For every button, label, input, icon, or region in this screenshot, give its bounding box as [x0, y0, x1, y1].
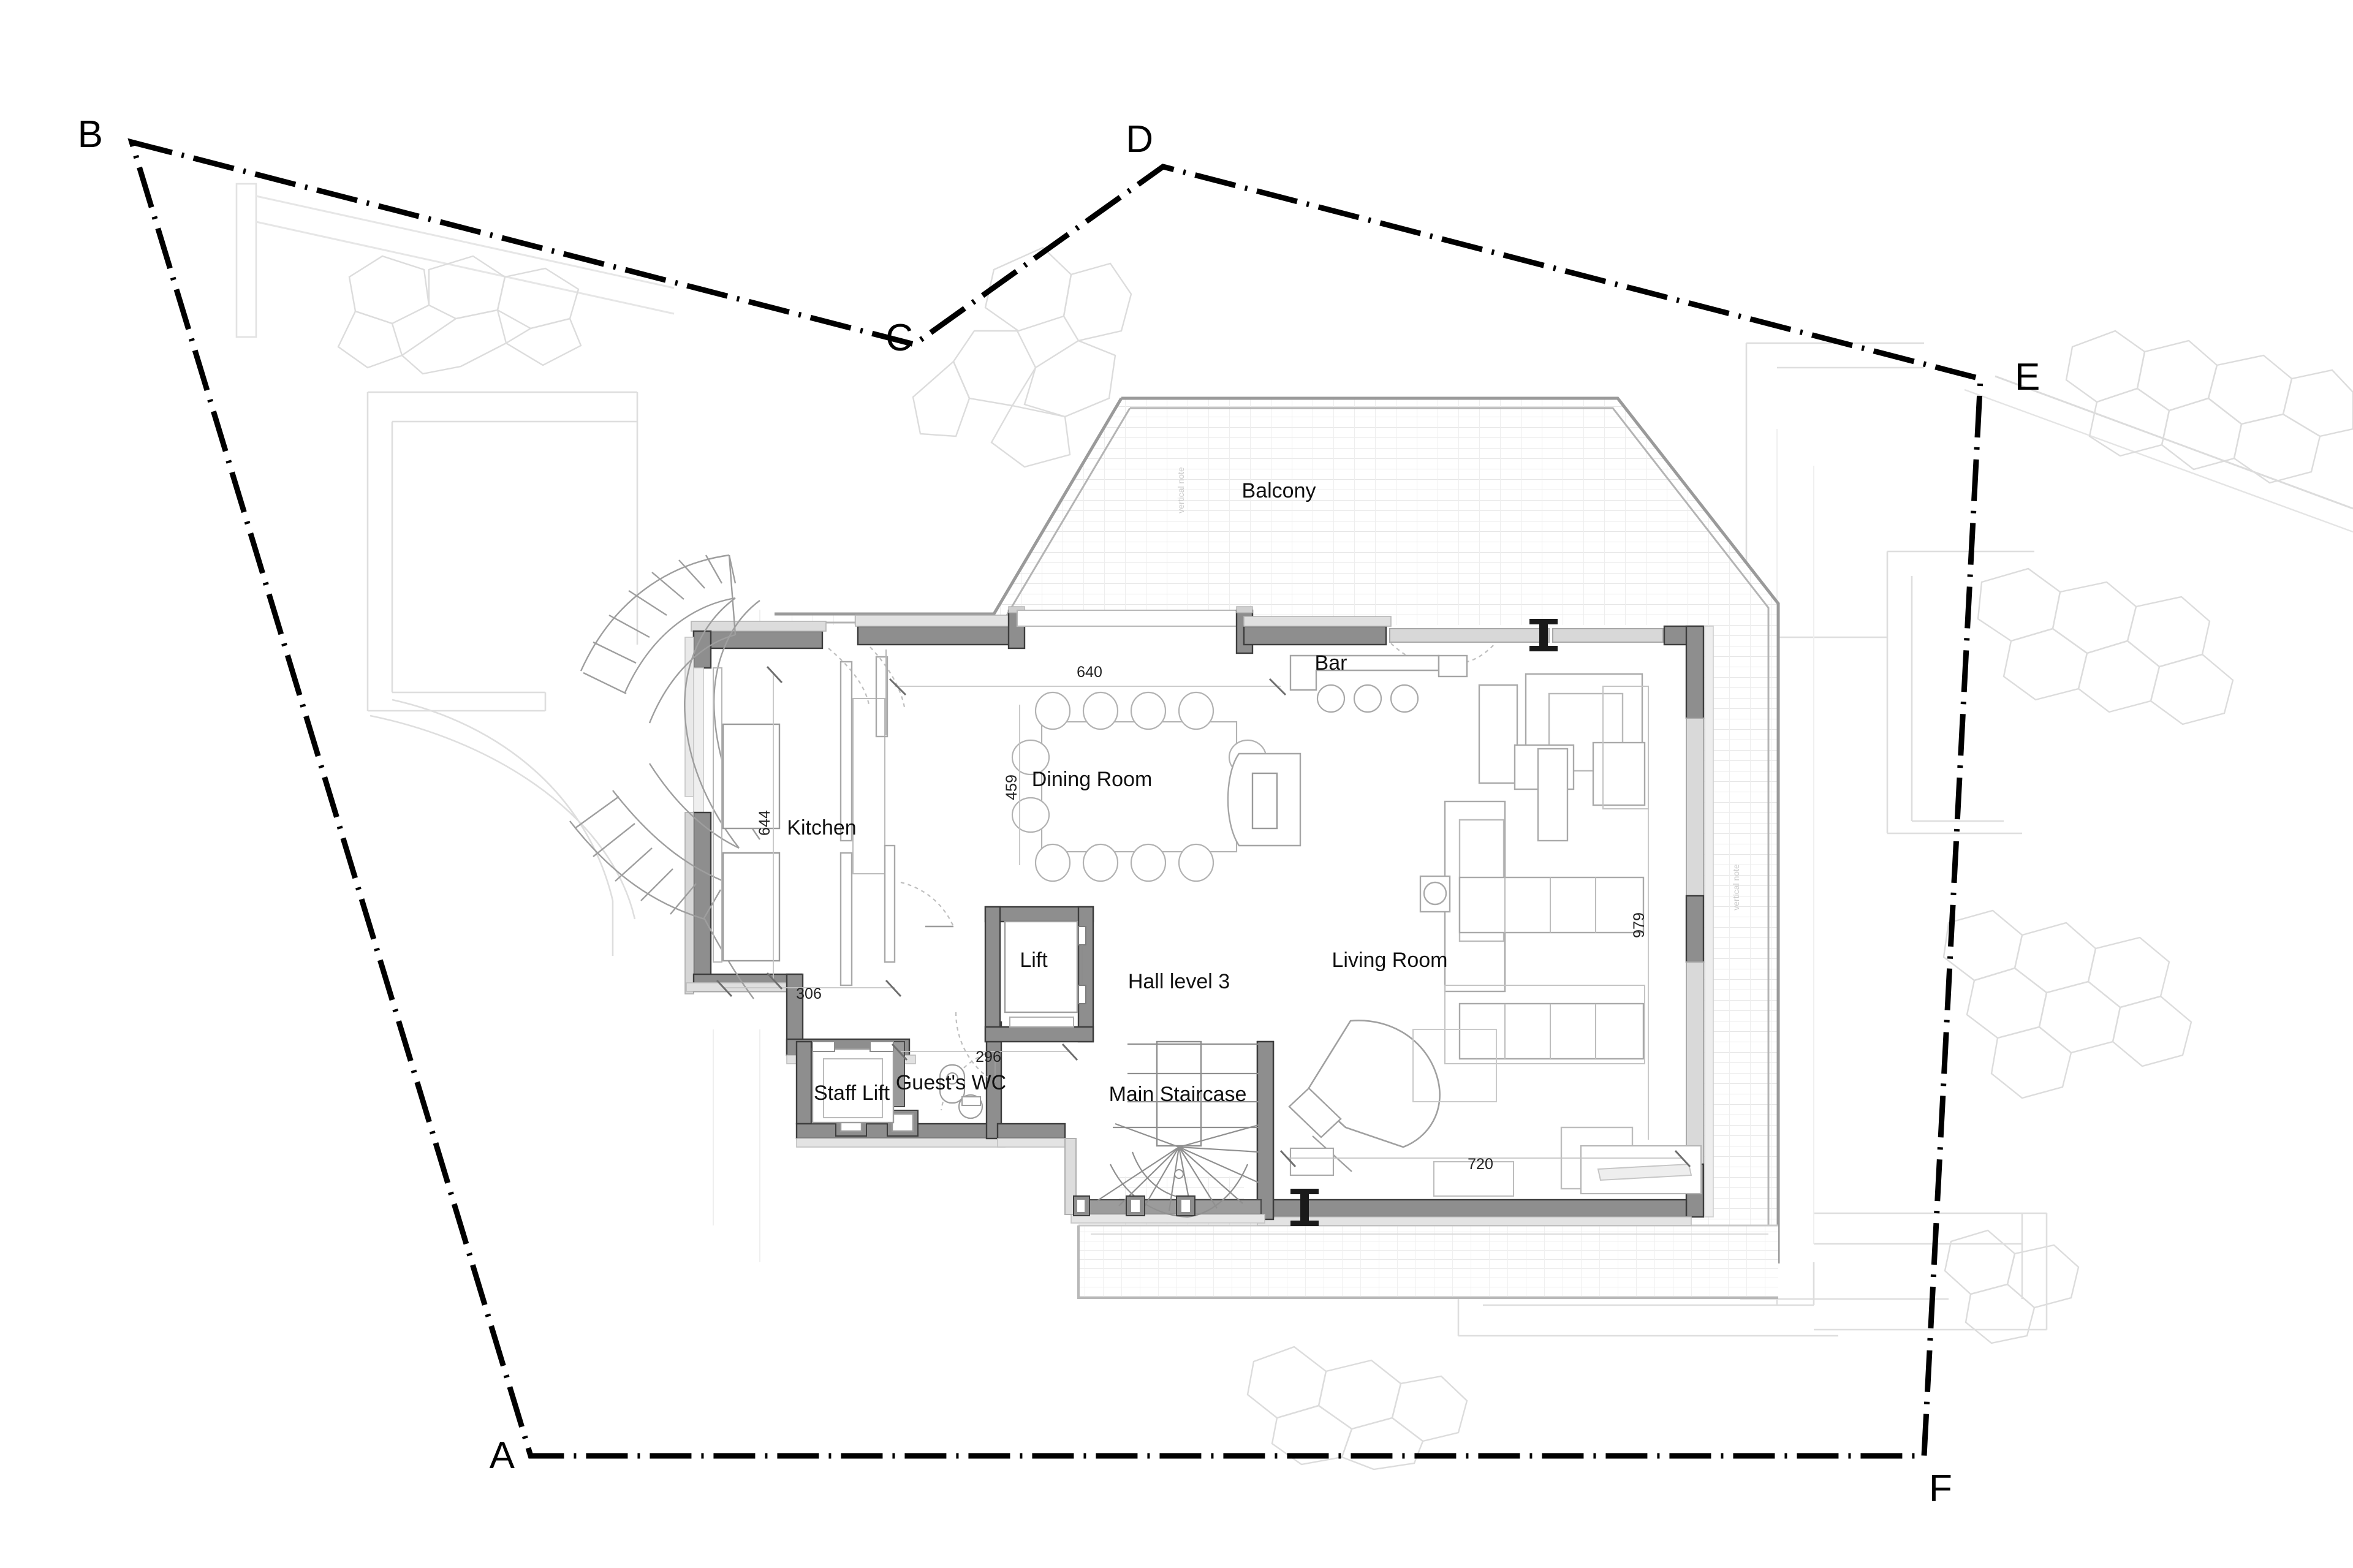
room-label-guests-wc: Guest's WC	[896, 1071, 1006, 1094]
vertex-label-C: C	[885, 317, 913, 359]
vertex-label-B: B	[78, 113, 103, 156]
room-label-bar: Bar	[1315, 651, 1347, 675]
living-sofas	[1419, 800, 1645, 1190]
living-tables	[1412, 1029, 1514, 1197]
wall-staircase	[1064, 1040, 1275, 1224]
room-label-living-room: Living Room	[1332, 949, 1448, 972]
dimension-720: 720	[1468, 1156, 1493, 1173]
lower-terrace	[1077, 1224, 1778, 1299]
room-label-main-staircase: Main Staircase	[1109, 1083, 1247, 1106]
walls-layer	[684, 606, 1714, 1226]
stone-cluster-cd	[912, 246, 1132, 468]
east-bench	[1580, 1145, 1702, 1195]
room-label-kitchen: Kitchen	[787, 816, 856, 839]
staircase-posts	[1073, 1195, 1195, 1216]
vertex-label-D: D	[1126, 118, 1153, 161]
boundary-vertex-labels: B C D E F A	[78, 113, 2040, 1510]
vertex-label-F: F	[1929, 1468, 1952, 1510]
wall-lift-shaft	[984, 906, 1094, 1043]
dimension-640: 640	[1077, 664, 1102, 681]
faint-note-balcony: vertical note	[1176, 467, 1186, 513]
room-label-hall-level-3: Hall level 3	[1128, 970, 1230, 993]
dimension-296: 296	[976, 1048, 1001, 1066]
context-structure-left	[366, 391, 638, 712]
living-seating-upper	[1478, 673, 1649, 842]
door-leaves	[925, 925, 996, 1082]
room-label-staff-lift: Staff Lift	[814, 1081, 890, 1105]
grand-piano	[1288, 1020, 1441, 1176]
kitchen-furniture	[713, 650, 896, 987]
context-wall-strip	[235, 183, 257, 338]
faint-note-east: vertical note	[1731, 864, 1741, 911]
vertex-label-A: A	[490, 1434, 515, 1477]
dimension-labels: 640 459 644 306 296 979 720	[756, 664, 1648, 1173]
staff-lift-car	[811, 1041, 895, 1124]
stone-field-right-mid	[1977, 567, 2234, 725]
room-label-dining-room: Dining Room	[1032, 768, 1153, 791]
stone-field-right-lower	[1942, 909, 2192, 1099]
bar-furniture	[1289, 654, 1468, 713]
dimension-979: 979	[1631, 912, 1648, 938]
stone-cluster-topleft	[337, 255, 582, 375]
wall-north-west	[691, 615, 1014, 650]
site-context-layer	[235, 183, 2353, 1471]
stone-cluster-bottom	[1246, 1229, 2080, 1471]
room-label-lift: Lift	[1020, 949, 1048, 972]
context-ramp-left	[369, 699, 636, 956]
dimension-459: 459	[1003, 775, 1020, 800]
dimension-644: 644	[756, 810, 773, 836]
stone-field-right-top	[2065, 330, 2353, 484]
room-label-balcony: Balcony	[1242, 479, 1316, 502]
fireplace-feature	[1227, 752, 1302, 847]
site-boundary	[127, 138, 1984, 1459]
dimension-lines	[716, 665, 1691, 1168]
wall-east	[1685, 625, 1714, 1218]
vertex-label-E: E	[2015, 356, 2040, 398]
furniture-layer	[713, 650, 1702, 1197]
faint-annotations: vertical note vertical note	[1176, 467, 1741, 911]
dining-set	[1011, 691, 1267, 882]
room-labels: Balcony Bar Dining Room Kitchen Living R…	[787, 479, 1447, 1106]
dimension-306: 306	[796, 985, 822, 1002]
